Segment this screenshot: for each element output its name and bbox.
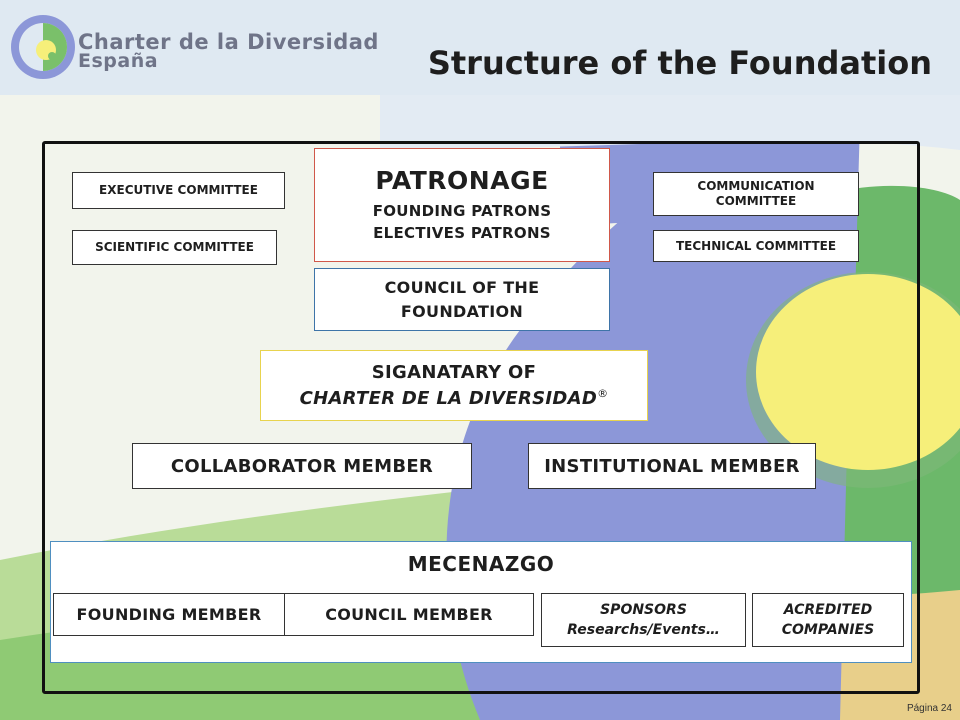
institutional-member-box: INSTITUTIONAL MEMBER [528,443,816,489]
signatary-box: SIGANATARY OF CHARTER DE LA DIVERSIDAD® [260,350,648,421]
registered-mark: ® [597,386,609,400]
council-line1: COUNCIL OF THE [384,278,540,298]
council-line2: FOUNDATION [400,301,524,321]
logo-text-line2: España [78,50,159,72]
founding-patrons-label: FOUNDING PATRONS [372,201,552,220]
executive-committee-label: EXECUTIVE COMMITTEE [99,183,258,197]
institutional-member-label: INSTITUTIONAL MEMBER [544,455,800,477]
logo: Charter de la Diversidad España [8,12,388,82]
scientific-committee-box: SCIENTIFIC COMMITTEE [72,230,277,265]
acredited-line2: COMPANIES [781,622,875,638]
page-number: Página 24 [906,703,952,714]
header-band [0,0,960,95]
signatary-line2: CHARTER DE LA DIVERSIDAD® [300,386,609,411]
acredited-companies-box: ACREDITED COMPANIES [752,593,904,647]
council-member-box: COUNCIL MEMBER [284,593,534,636]
communication-committee-line2: COMMITTEE [715,194,797,208]
founding-member-box: FOUNDING MEMBER [53,593,285,636]
logo-text-line1: Charter de la Diversidad [78,30,379,54]
sponsors-box: SPONSORS Researchs/Events… [541,593,746,647]
signatary-line1: SIGANATARY OF [371,362,537,384]
technical-committee-label: TECHNICAL COMMITTEE [675,238,837,253]
patronage-title: PATRONAGE [375,165,549,195]
council-member-label: COUNCIL MEMBER [325,605,493,624]
communication-committee-line1: COMMUNICATION [697,179,815,193]
collaborator-member-label: COLLABORATOR MEMBER [170,455,434,477]
executive-committee-box: EXECUTIVE COMMITTEE [72,172,285,209]
technical-committee-box: TECHNICAL COMMITTEE [653,230,859,262]
logo-mark-icon [11,15,75,79]
founding-member-label: FOUNDING MEMBER [76,605,262,624]
collaborator-member-box: COLLABORATOR MEMBER [132,443,472,489]
sponsors-line2: Researchs/Events… [567,622,720,638]
scientific-committee-label: SCIENTIFIC COMMITTEE [95,240,254,254]
patronage-box: PATRONAGE FOUNDING PATRONS ELECTIVES PAT… [314,148,610,262]
page-title: Structure of the Foundation [427,44,932,82]
diagram-frame [42,141,920,694]
council-of-foundation-box: COUNCIL OF THE FOUNDATION [314,268,610,331]
signatary-line2-text: CHARTER DE LA DIVERSIDAD [299,387,598,409]
mecenazgo-title: MECENAZGO [407,552,555,576]
electives-patrons-label: ELECTIVES PATRONS [373,223,551,242]
sponsors-line1: SPONSORS [600,601,687,618]
communication-committee-box: COMMUNICATION COMMITTEE [653,172,859,216]
acredited-line1: ACREDITED [783,601,873,618]
